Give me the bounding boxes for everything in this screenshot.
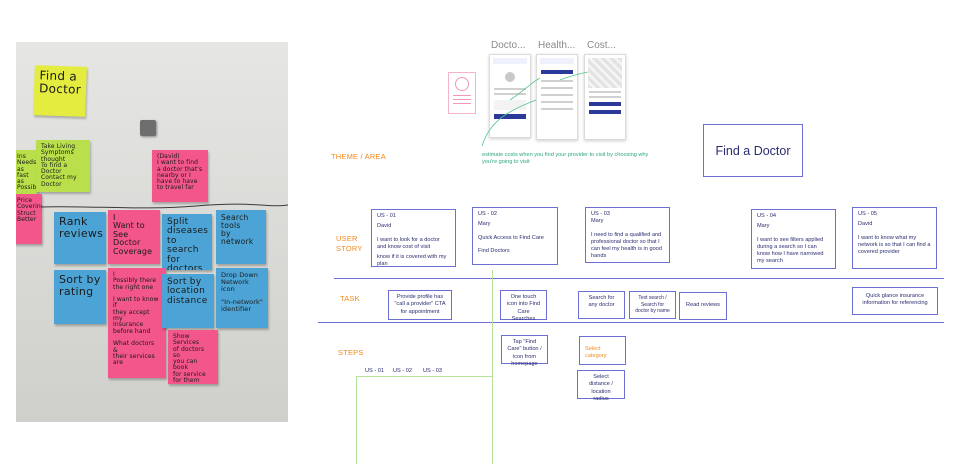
step-marker-us-01: US - 01 xyxy=(365,368,384,374)
screen-doctor xyxy=(489,54,531,138)
screen-cost xyxy=(584,54,626,140)
pink-sketch xyxy=(448,72,476,114)
note-sort-distance: Sort by location distance xyxy=(162,274,214,328)
row-divider-2 xyxy=(318,322,944,323)
screen-title-doctor: Docto... xyxy=(491,40,526,51)
sticky-notes-photo: Find a Doctor Ins Needs as fast as Possi… xyxy=(16,42,288,422)
row-label-steps: STEPS xyxy=(338,348,364,357)
story-name: David xyxy=(377,223,392,230)
note-network-icon: Drop Down Network icon "In-network" iden… xyxy=(216,268,268,328)
note-pink-top: (David) I want to find a doctor that's n… xyxy=(152,150,208,202)
row-label-theme: THEME / AREA xyxy=(331,152,386,161)
step-card-select-distance: Select distance / location radius xyxy=(577,370,625,402)
note-sort-rating: Sort by rating xyxy=(54,270,106,324)
story-extra: know if it is covered with my plan xyxy=(377,254,447,268)
magnet xyxy=(140,120,156,136)
note-pink-mid: I Want to See Doctor Coverage xyxy=(108,210,160,264)
story-name: Mary xyxy=(591,218,604,225)
story-id: US - 02 xyxy=(478,211,497,217)
user-story-card-01: US - 01 David I want to look for a docto… xyxy=(371,209,456,267)
story-id: US - 03 xyxy=(591,211,610,217)
row-label-task: TASK xyxy=(340,294,360,303)
step-marker-us-03: US - 03 xyxy=(423,368,442,374)
story-text: I want to know what my network is so tha… xyxy=(858,234,931,256)
task-card-one-touch: One touch icon into Find Care Searches xyxy=(500,290,547,322)
row-label-user-story: USER STORY xyxy=(336,234,363,254)
find-a-doctor-headline: Find a Doctor xyxy=(703,124,803,177)
user-story-card-02: US - 02 Mary Quick Access to Find Care F… xyxy=(472,207,558,265)
story-id: US - 01 xyxy=(377,213,396,219)
task-card-insurance: Quick glance insurance information for r… xyxy=(852,287,938,315)
story-text: I need to find a qualified and professio… xyxy=(591,231,662,260)
step-card-select-category: Select category xyxy=(579,336,626,365)
story-name: Mary xyxy=(478,221,491,228)
screen-health xyxy=(536,54,578,140)
note-green-left: Ins Needs as fast as Possible xyxy=(16,150,38,198)
note-pink-bottom: I Possibly there the right one I want to… xyxy=(108,268,166,378)
screen-flow-connectors xyxy=(481,71,589,147)
step-marker-us-02: US - 02 xyxy=(393,368,412,374)
story-extra: Find Doctors xyxy=(478,247,510,254)
task-card-profile-cta: Provide profile has "call a provider" CT… xyxy=(388,290,452,320)
story-name: Mary xyxy=(757,223,770,230)
note-green-mid: Take Living Symptoms thought To find a D… xyxy=(36,140,90,192)
screens-caption: estimate costs when you find your provid… xyxy=(482,152,649,166)
story-name: David xyxy=(858,221,873,228)
story-id: US - 04 xyxy=(757,213,776,219)
connector-horizontal xyxy=(356,376,492,377)
row-label-user-story-line1: USER xyxy=(336,234,358,243)
user-story-card-05: US - 05 David I want to know what my net… xyxy=(852,207,937,269)
note-search-network: Search tools by network xyxy=(216,210,266,264)
note-pink-right: Show Services of doctors so you can book… xyxy=(168,330,218,384)
note-find-doctor: Find a Doctor xyxy=(33,65,87,117)
whiteboard-wire xyxy=(16,203,288,209)
screen-title-cost: Cost... xyxy=(587,40,616,51)
story-text: Quick Access to Find Care xyxy=(478,234,544,241)
connector-vertical xyxy=(492,270,493,464)
note-rank-reviews: Rank reviews xyxy=(54,212,106,264)
row-label-user-story-line2: STORY xyxy=(336,244,363,254)
connector-left-stub xyxy=(356,376,357,464)
task-card-read-reviews: Read reviews xyxy=(679,292,727,320)
row-divider-1 xyxy=(334,278,944,279)
note-split-diseases: Split diseases to search for doctors xyxy=(162,214,212,270)
task-card-search-doctor: Search for any doctor xyxy=(578,291,625,319)
step-card-tap-find-care: Tap "Find Care" button / icon from homep… xyxy=(501,335,548,367)
story-text: I want to see filters applied during a s… xyxy=(757,236,824,265)
task-card-text-search: Text search / Search for doctor by name xyxy=(629,291,676,319)
user-story-card-04: US - 04 Mary I want to see filters appli… xyxy=(751,209,836,269)
user-story-card-03: US - 03 Mary I need to find a qualified … xyxy=(585,207,670,263)
story-id: US - 05 xyxy=(858,211,877,217)
story-text: I want to look for a doctor and know cos… xyxy=(377,236,440,250)
screen-title-health: Health... xyxy=(538,40,576,51)
note-pink-left: Price Covering Struct Better xyxy=(16,194,42,244)
